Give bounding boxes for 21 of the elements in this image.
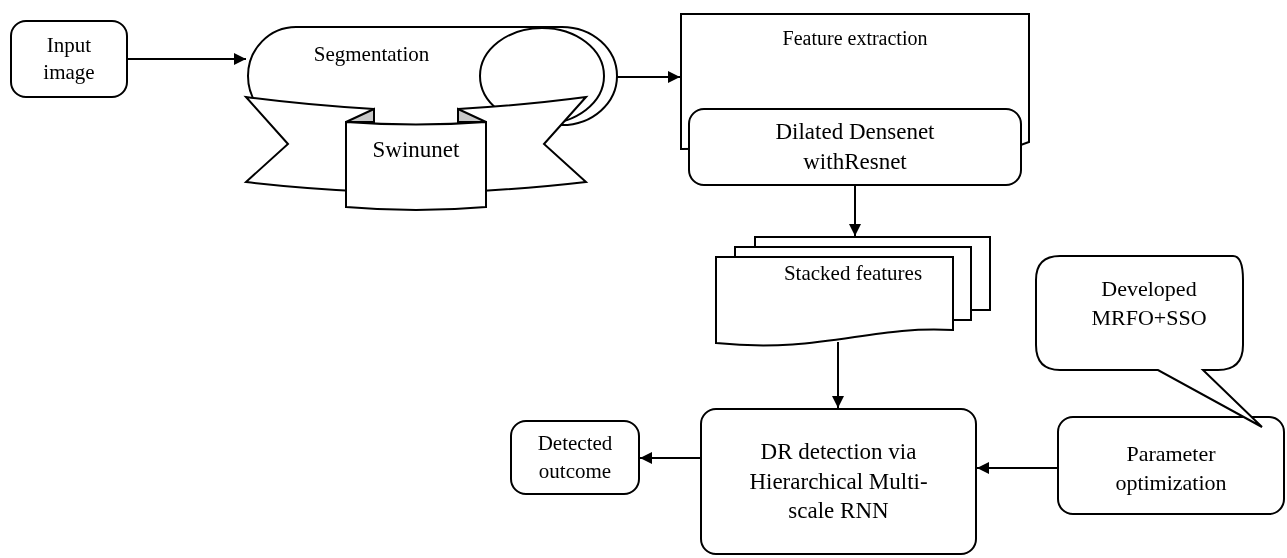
node-text: Stacked features xyxy=(783,260,923,287)
node-text: Input image xyxy=(42,31,96,86)
node-text: Developed MRFO+SSO xyxy=(1090,275,1208,332)
node-text: Swinunet xyxy=(372,136,460,164)
node-text: Detected outcome xyxy=(536,430,614,485)
arrow xyxy=(616,71,681,83)
process-box xyxy=(700,408,977,555)
node-text: Parameter optimization xyxy=(1114,440,1228,497)
node-text: Dilated Densenet withResnet xyxy=(774,118,936,176)
arrow xyxy=(127,53,247,65)
arrow xyxy=(976,462,1058,474)
arrow xyxy=(849,185,861,237)
process-box xyxy=(510,420,640,495)
node-text: DR detection via Hierarchical Multi-scale RNN xyxy=(748,437,929,526)
arrow xyxy=(639,452,701,464)
node-text: Feature extraction xyxy=(782,26,928,51)
arrow xyxy=(832,341,844,409)
node-text: Segmentation xyxy=(313,41,430,68)
process-box xyxy=(688,108,1022,186)
process-box xyxy=(1057,416,1285,515)
process-box xyxy=(10,20,128,98)
